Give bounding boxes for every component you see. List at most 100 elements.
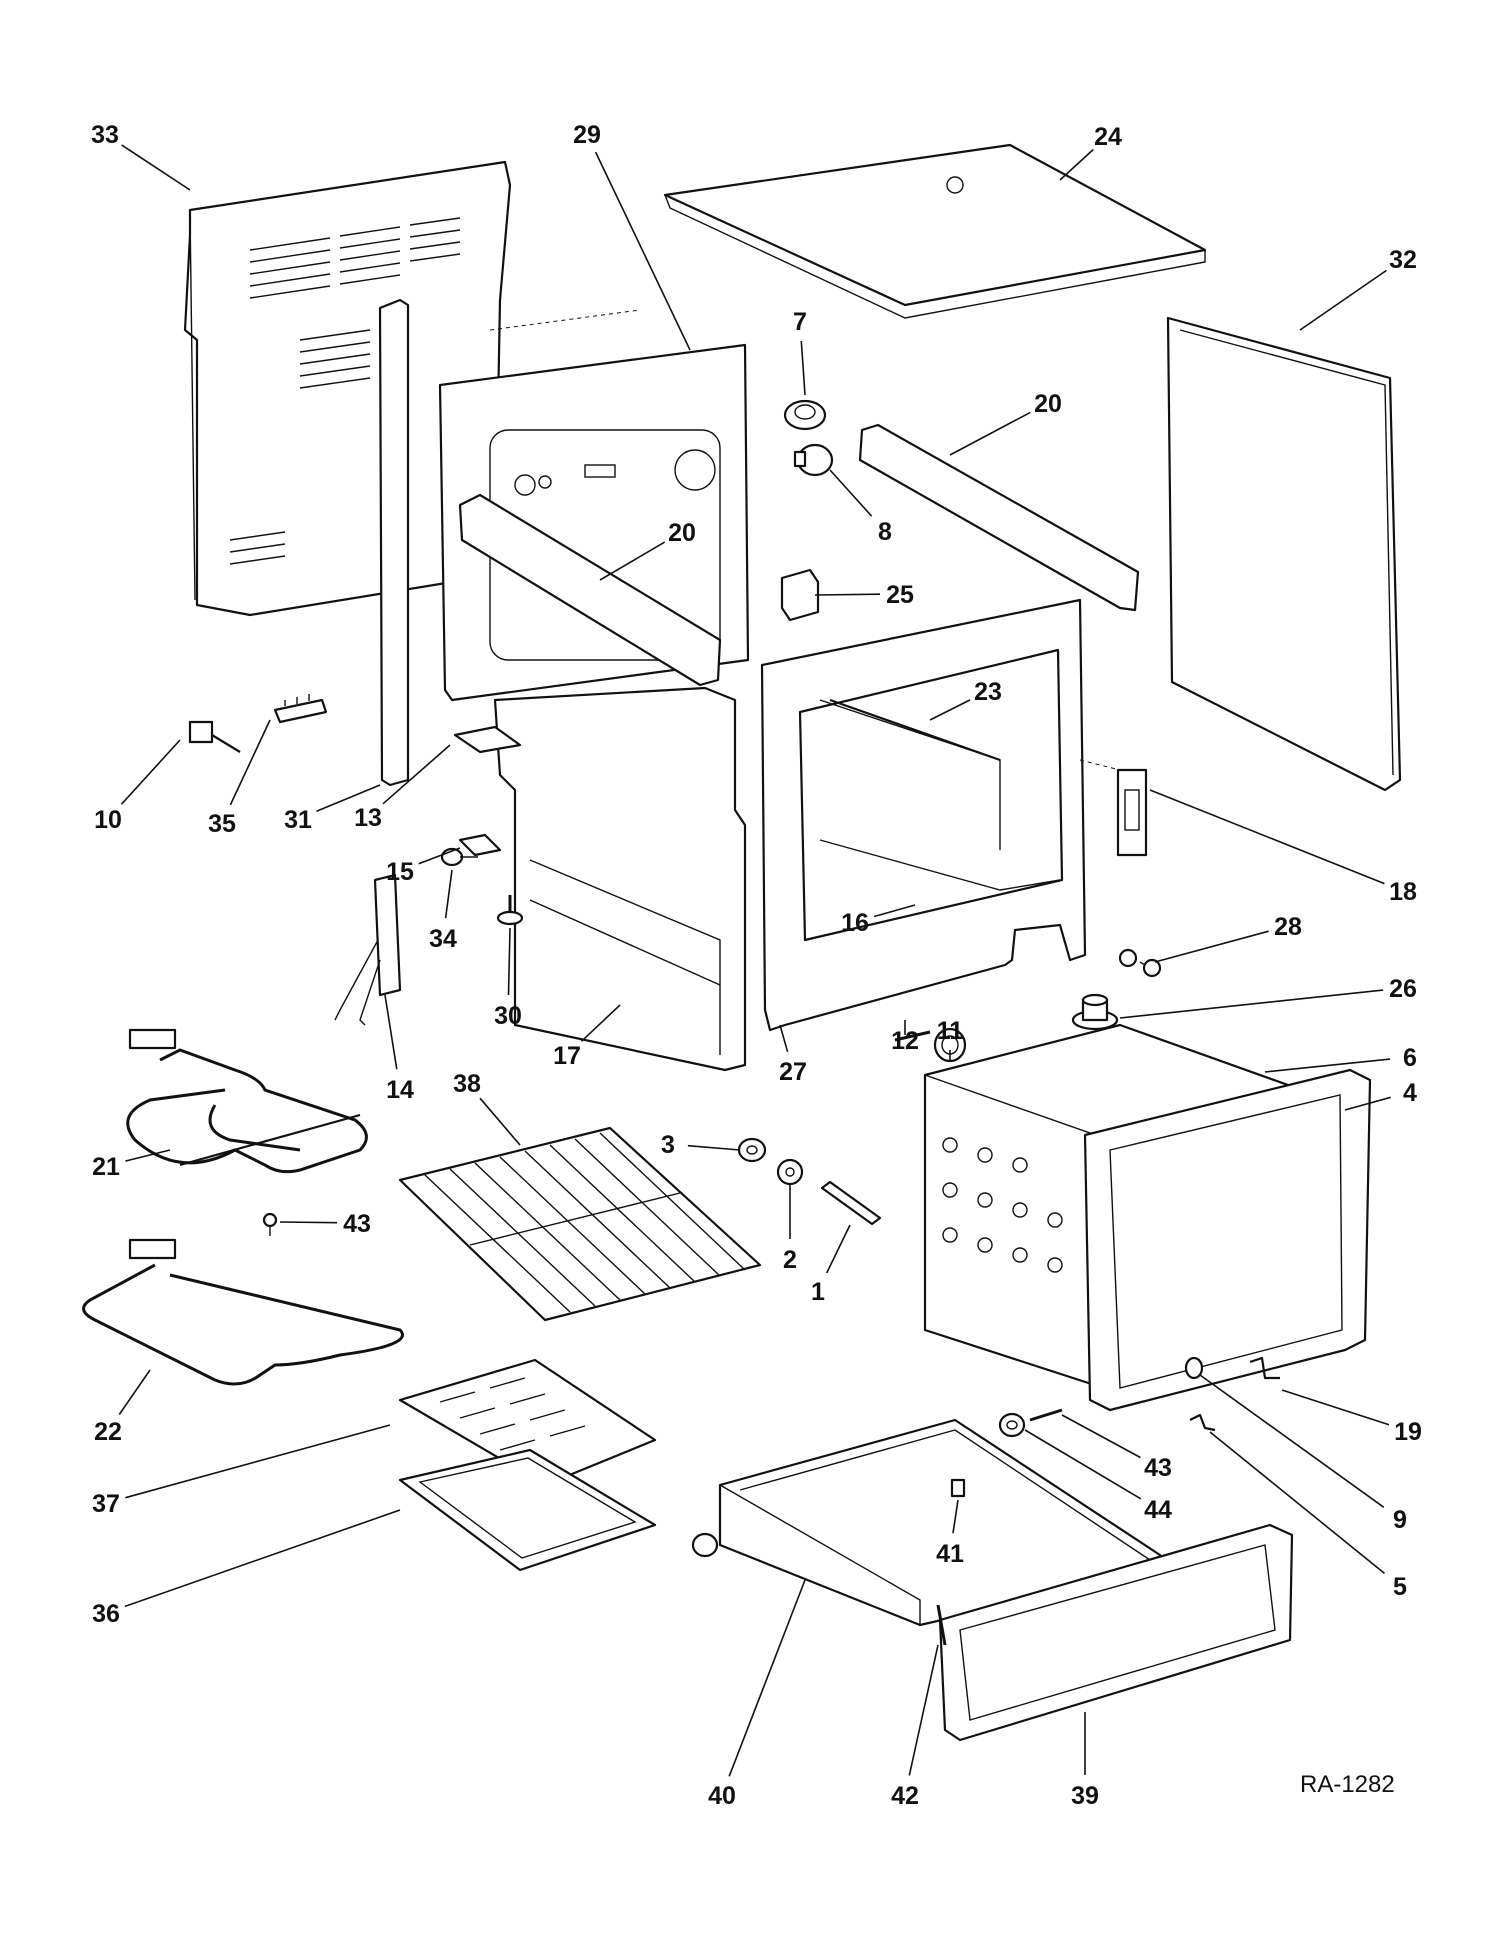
clip-drawing <box>458 833 502 857</box>
callout-knob-hub: 11 <box>937 1017 963 1062</box>
callout-drawer-roller: 44 <box>1024 1429 1172 1524</box>
leader-line <box>124 1509 401 1608</box>
broil-element-drawing <box>126 1028 368 1174</box>
bushing-drawing <box>1071 993 1119 1031</box>
part-number-label: 22 <box>94 1418 122 1446</box>
bottom-bracket-drawing <box>453 725 522 754</box>
leader-line <box>1059 148 1094 181</box>
leader-line <box>952 1499 959 1534</box>
leader-line <box>507 927 511 996</box>
leader-line <box>479 1097 521 1146</box>
callout-switch: 10 <box>94 739 181 834</box>
callout-rear-post: 31 <box>284 784 381 834</box>
part-number-label: 36 <box>92 1600 120 1628</box>
oven-rack-drawing <box>398 1126 762 1322</box>
part-number-label: 21 <box>92 1153 120 1181</box>
callout-broil-element: 21 <box>92 1149 171 1181</box>
callout-side-rail-right: 20 <box>949 390 1062 456</box>
leader-line <box>1061 1414 1141 1459</box>
part-number-label: 5 <box>1393 1573 1407 1601</box>
grommet-drawing <box>1184 1356 1204 1380</box>
part-number-label: 18 <box>1389 878 1417 906</box>
callout-top-cover: 24 <box>1059 123 1122 181</box>
retainer-clip-drawing <box>1249 1356 1280 1380</box>
callout-side-panel: 32 <box>1299 246 1417 331</box>
door-latch-bracket-drawing <box>1116 768 1148 857</box>
part-number-label: 16 <box>841 909 869 937</box>
part-number-label: 43 <box>343 1210 371 1238</box>
leader-line <box>800 340 806 396</box>
callout-drawer-screw: 42 <box>891 1644 939 1810</box>
leader-line <box>908 1644 939 1776</box>
callout-axle-pin: 1 <box>811 1224 851 1306</box>
switch-drawing <box>188 720 241 753</box>
part-number-label: 27 <box>779 1058 807 1086</box>
screw-element-drawing <box>262 1212 278 1236</box>
callout-front-frame: 16 <box>841 904 916 937</box>
callout-roller: 3 <box>661 1131 741 1159</box>
lamp-bulb-drawing <box>793 443 834 477</box>
leader-line <box>384 994 398 1070</box>
part-number-label: 3 <box>661 1131 675 1159</box>
leader-line <box>444 869 453 919</box>
part-number-label: 20 <box>1034 390 1062 418</box>
part-number-label: 23 <box>974 678 1002 706</box>
leader-line <box>1199 1374 1385 1508</box>
callout-back-panel: 33 <box>91 121 191 191</box>
callout-bake-element: 22 <box>94 1369 151 1446</box>
part-number-label: 39 <box>1071 1782 1099 1810</box>
callout-leveling-leg: 30 <box>494 927 522 1030</box>
part-number-label: 19 <box>1394 1418 1422 1446</box>
callout-grommet: 9 <box>1199 1374 1407 1534</box>
leader-line <box>814 593 881 596</box>
callout-screw-element: 43 <box>279 1210 371 1238</box>
callout-side-rail-left: 20 <box>599 519 696 581</box>
broiler-pan-drawing <box>398 1448 657 1572</box>
leader-line <box>418 847 461 865</box>
leader-line <box>1344 1096 1391 1111</box>
callout-screw-and-washer: 28 <box>1154 913 1302 963</box>
screw-drawer-drawing <box>1029 1408 1063 1422</box>
top-cover-drawing <box>663 143 1207 319</box>
side-rail-right-drawing <box>858 423 1140 612</box>
front-frame-drawing <box>760 598 1087 1032</box>
part-number-label: 30 <box>494 1002 522 1030</box>
part-number-label: 35 <box>208 810 236 838</box>
part-number-label: 40 <box>708 1782 736 1810</box>
callout-lamp-bulb: 8 <box>829 469 892 546</box>
part-number-label: 31 <box>284 806 312 834</box>
leader-line <box>779 1024 789 1053</box>
callout-oven-liner: 6 <box>1264 1044 1417 1073</box>
pin-drawing <box>894 1030 931 1042</box>
callout-drawer-stop: 41 <box>936 1499 964 1568</box>
callout-bottom-bracket: 13 <box>354 744 451 832</box>
callout-drawer-front: 39 <box>1071 1712 1099 1810</box>
callout-cross-brace: 23 <box>929 678 1002 721</box>
leader-line <box>949 411 1031 456</box>
leader-line <box>316 784 381 813</box>
roller-drawing <box>737 1137 767 1163</box>
part-number-label: 25 <box>886 581 914 609</box>
leader-line <box>229 719 271 806</box>
drawing-code: RA-1282 <box>1300 1771 1395 1798</box>
leader-line <box>599 541 666 581</box>
part-number-label: 10 <box>94 806 122 834</box>
side-panel-drawing <box>1166 316 1402 792</box>
part-drawings <box>82 143 1402 1742</box>
leader-line <box>580 1004 621 1042</box>
leader-line <box>1209 1431 1386 1575</box>
leader-line <box>1281 1389 1390 1426</box>
part-number-label: 1 <box>811 1278 825 1306</box>
lamp-socket-drawing <box>783 399 827 431</box>
callout-oven-back-frame: 29 <box>573 121 691 351</box>
part-number-label: 44 <box>1144 1496 1172 1524</box>
cross-brace-drawing <box>829 698 1001 762</box>
part-number-label: 12 <box>891 1027 919 1055</box>
callout-pin: 12 <box>891 1020 919 1055</box>
thermostat-sensor-drawing <box>334 873 402 1026</box>
callout-screw-drawer: 43 <box>1061 1414 1172 1482</box>
leader-line <box>382 744 451 805</box>
part-number-label: 24 <box>1094 123 1122 151</box>
leader-line <box>1154 930 1269 963</box>
